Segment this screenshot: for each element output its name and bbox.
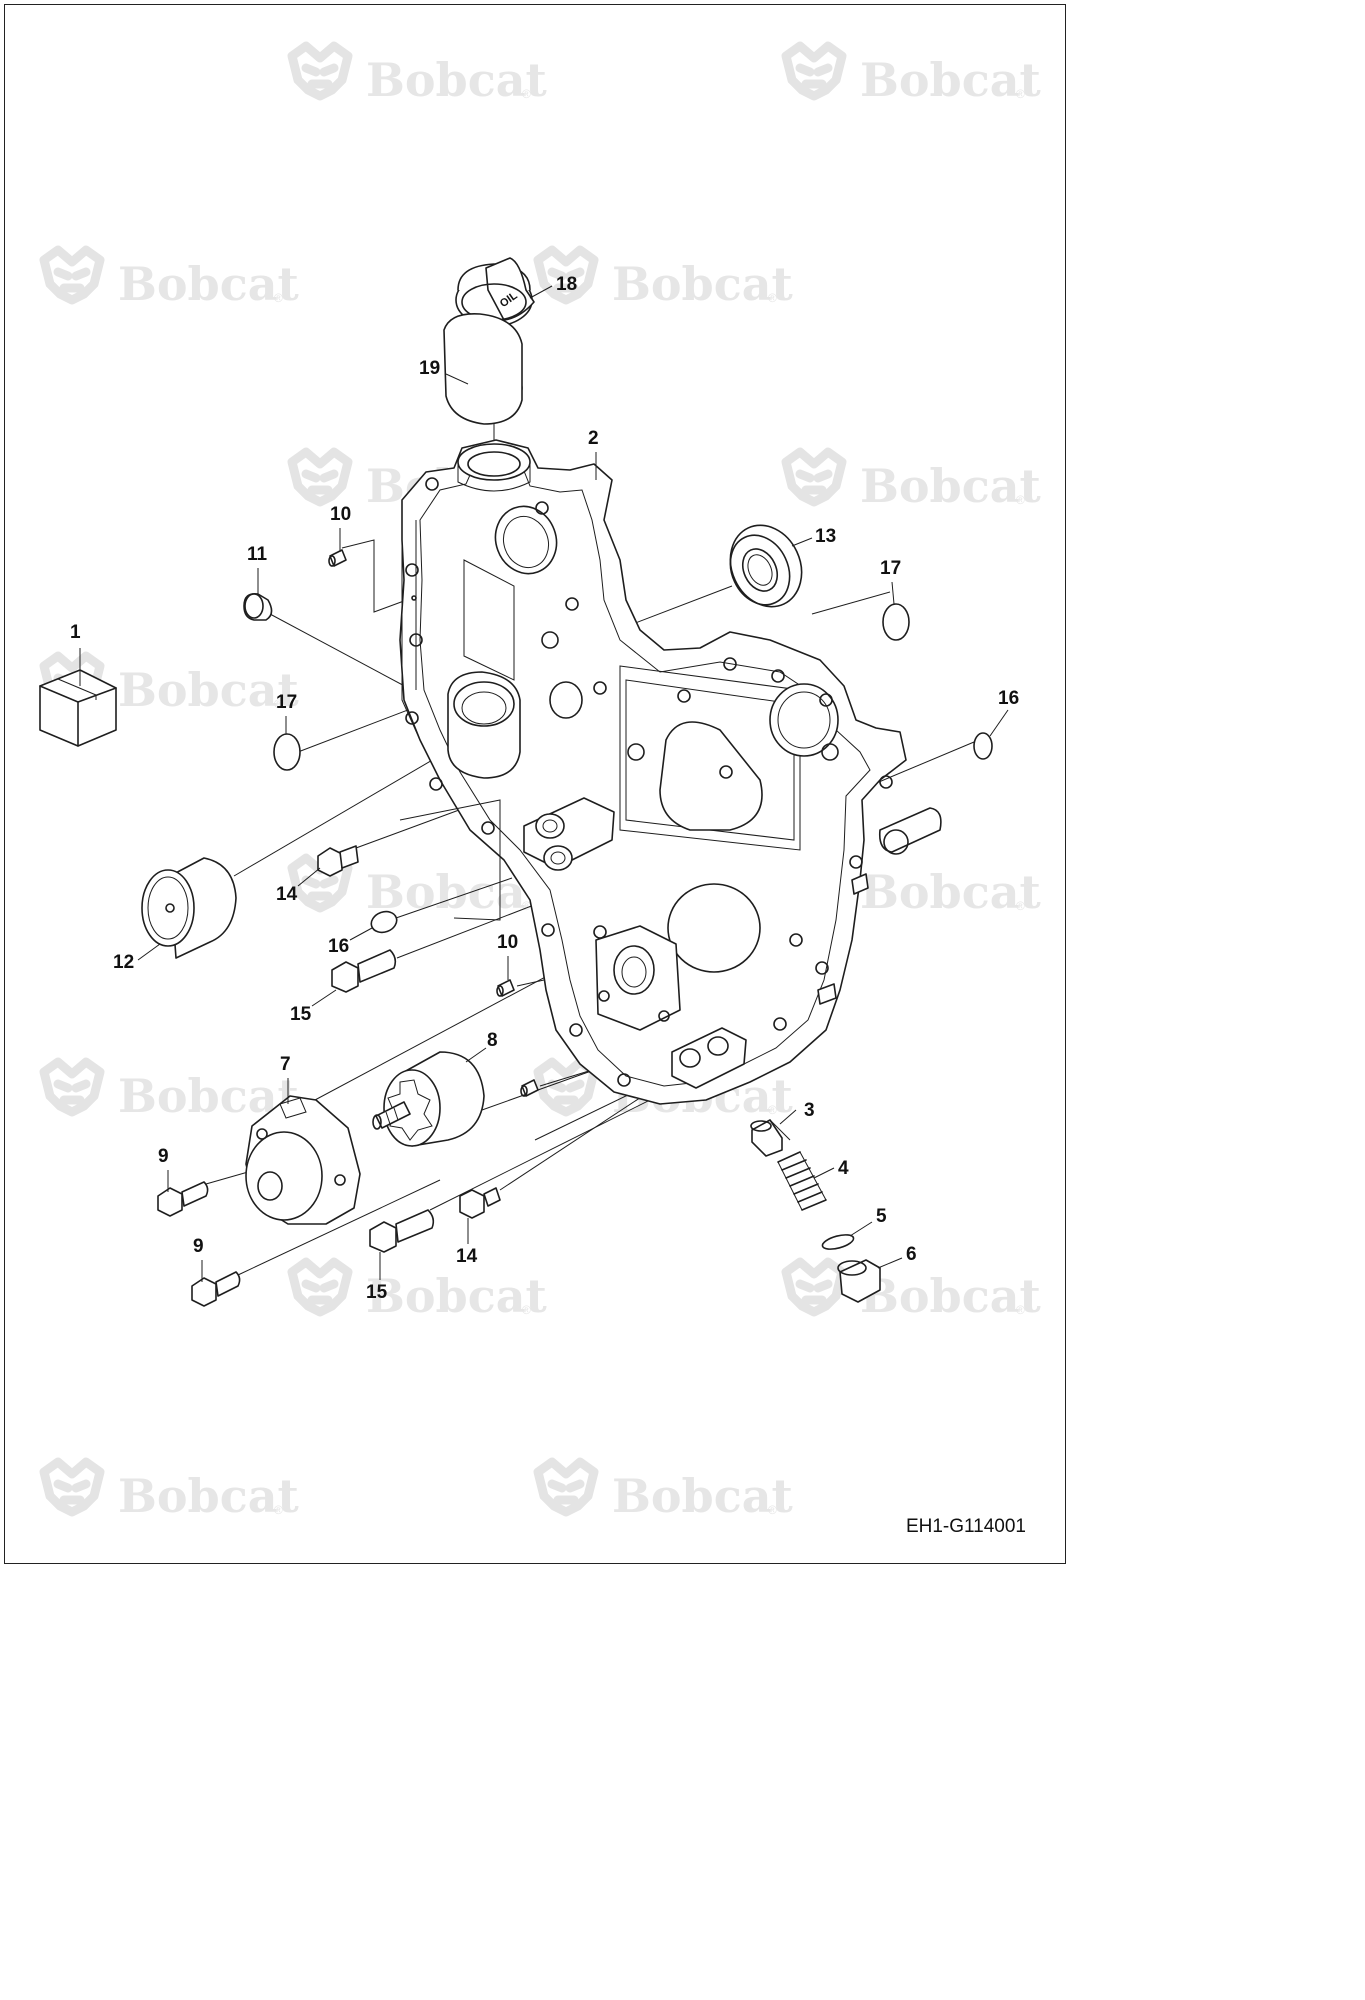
callout-9a: 9	[158, 1146, 169, 1167]
part-14-bolt-lower	[459, 1187, 501, 1219]
svg-text:®: ®	[522, 87, 531, 101]
callout-7: 7	[280, 1054, 291, 1075]
part-9-bolt-lower	[191, 1271, 241, 1307]
part-9-bolt-upper	[157, 1181, 209, 1217]
cover-features	[405, 477, 942, 1089]
watermark: Bobcat®	[292, 1262, 548, 1323]
part-17-seal-right	[882, 603, 910, 641]
callout-6: 6	[906, 1244, 917, 1265]
part-10-dowel-pin-mid	[496, 979, 515, 997]
callout-14b: 14	[456, 1246, 478, 1267]
callout-16a: 16	[998, 688, 1019, 709]
watermark-text: Bobcat	[118, 257, 300, 311]
svg-text:®: ®	[1016, 899, 1025, 913]
part-5-washer	[821, 1234, 855, 1250]
callout-15b: 15	[366, 1282, 388, 1303]
watermark: Bobcat®	[786, 858, 1042, 919]
watermark-text: Bobcat	[118, 1469, 300, 1523]
watermark: Bobcat®	[786, 46, 1042, 107]
svg-text:®: ®	[1016, 493, 1025, 507]
part-4-spring	[777, 1151, 827, 1211]
part-15-bolt-lower	[369, 1209, 435, 1253]
callout-10b: 10	[497, 932, 518, 953]
svg-text:®: ®	[522, 1303, 531, 1317]
svg-text:®: ®	[274, 291, 283, 305]
callout-labels: 1 2 3 4 5 6 7 8 9 9 10 10 11	[70, 274, 1019, 1303]
svg-text:®: ®	[1016, 1303, 1025, 1317]
watermark-text: Bobcat	[860, 1269, 1042, 1323]
watermark: Bobcat®	[44, 1462, 300, 1523]
part-16-plug-left	[370, 910, 398, 934]
watermark-text: Bobcat	[860, 865, 1042, 919]
svg-text:®: ®	[768, 1103, 777, 1117]
callout-13: 13	[815, 526, 836, 547]
exploded-view-drawing: Bobcat® Bobcat® Bobcat® Bobcat® Bobcat® …	[39, 0, 1042, 1537]
callout-19: 19	[419, 358, 440, 379]
svg-text:®: ®	[768, 291, 777, 305]
watermark-text: Bobcat	[860, 53, 1042, 107]
part-1-kit-box	[39, 669, 117, 747]
watermark-text: Bobcat	[860, 459, 1042, 513]
watermark-text: Bobcat	[366, 53, 548, 107]
callout-9b: 9	[193, 1236, 204, 1257]
part-3-valve	[750, 1119, 783, 1157]
part-6-plug	[837, 1259, 881, 1303]
callout-17a: 17	[880, 558, 901, 579]
callout-2: 2	[588, 428, 599, 449]
part-10-dowel-pin-low	[520, 1079, 539, 1097]
watermark-text: Bobcat	[612, 257, 794, 311]
drawing-number: EH1-G114001	[906, 1516, 1026, 1537]
watermark: Bobcat®	[538, 250, 794, 311]
callout-11: 11	[247, 544, 268, 565]
watermark: Bobcat®	[786, 452, 1042, 513]
part-18-oil-fill-cap: OIL	[455, 257, 535, 327]
parts-diagram-page: Bobcat® Bobcat® Bobcat® Bobcat® Bobcat® …	[4, 0, 1066, 1564]
part-13-bearing	[729, 524, 803, 608]
callout-12: 12	[113, 952, 134, 973]
callout-10a: 10	[330, 504, 351, 525]
watermark: Bobcat®	[44, 1062, 300, 1123]
watermark-text: Bobcat	[612, 1469, 794, 1523]
watermark: Bobcat®	[44, 656, 300, 717]
svg-text:®: ®	[274, 1503, 283, 1517]
callout-15a: 15	[290, 1004, 312, 1025]
part-10-dowel-pin-top	[328, 549, 347, 567]
svg-text:®: ®	[768, 1503, 777, 1517]
callout-16b: 16	[328, 936, 349, 957]
callout-14a: 14	[276, 884, 298, 905]
callout-3: 3	[804, 1100, 815, 1121]
callout-17b: 17	[276, 692, 297, 713]
part-14-bolt-upper	[317, 845, 359, 877]
watermark: Bobcat®	[44, 250, 300, 311]
svg-text:®: ®	[1016, 87, 1025, 101]
callout-5: 5	[876, 1206, 887, 1227]
part-12-oil-seal	[141, 857, 237, 959]
watermark: Bobcat®	[538, 1462, 794, 1523]
part-11-cap	[243, 592, 273, 621]
watermark-text: Bobcat	[366, 1269, 548, 1323]
callout-4: 4	[838, 1158, 849, 1179]
part-7-pump-cover	[245, 1095, 361, 1225]
callout-1: 1	[70, 622, 81, 643]
watermark: Bobcat®	[786, 1262, 1042, 1323]
part-8-oil-pump-rotor	[372, 1051, 485, 1147]
part-16-plug-right	[973, 732, 993, 760]
svg-text:®: ®	[274, 697, 283, 711]
part-2-gear-case-cover	[399, 313, 907, 1105]
part-15-bolt-upper	[331, 949, 397, 993]
watermark-layer: Bobcat® Bobcat® Bobcat® Bobcat® Bobcat® …	[44, 46, 1042, 1523]
watermark-text: Bobcat	[118, 663, 300, 717]
watermark: Bobcat®	[292, 46, 548, 107]
callout-8: 8	[487, 1030, 498, 1051]
part-17-seal-left	[273, 733, 301, 771]
callout-18: 18	[556, 274, 577, 295]
svg-text:®: ®	[522, 899, 531, 913]
